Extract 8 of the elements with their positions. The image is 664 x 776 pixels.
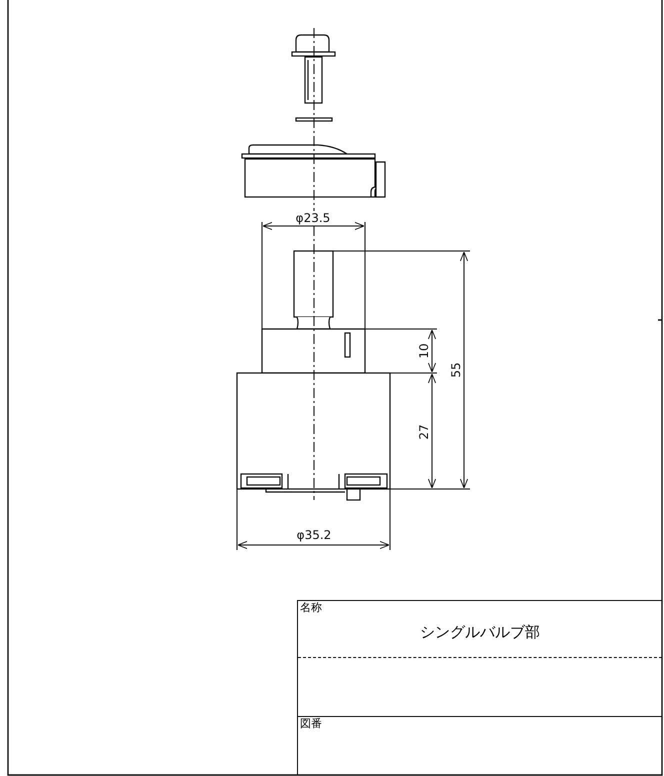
field-heading: 図番 [300, 718, 322, 730]
dimension-label: 10 [417, 342, 431, 360]
dimension-label: 55 [449, 361, 463, 379]
dimension-label: φ23.5 [294, 211, 332, 225]
dimension-label: φ35.2 [296, 528, 332, 542]
field-value: シングルバルブ部 [419, 623, 541, 641]
dimension-label: 27 [417, 423, 431, 441]
field-heading: 名称 [300, 602, 322, 614]
